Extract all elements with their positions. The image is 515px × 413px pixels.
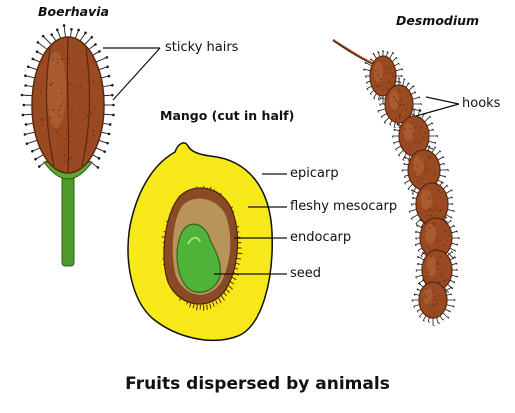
desmodium-stalk-shade [333,39,374,64]
boerhavia-highlight [46,52,66,128]
mango-title: Mango (cut in half) [160,108,295,123]
desmodium-title: Desmodium [396,13,480,28]
mesocarp-label: fleshy mesocarp [290,199,398,214]
seed-highlight [187,236,201,245]
mango-pointers [214,173,287,275]
pod-segments [369,55,453,319]
hooks-pointer [415,96,460,117]
mango-seed [176,223,221,293]
sticky-hairs-label: sticky hairs [165,40,239,55]
sticky-hairs [20,24,115,169]
figure-caption: Fruits dispersed by animals [125,374,390,394]
desmodium-stalk [332,39,375,66]
desmodium-pod [332,39,460,327]
sticky-hairs-pointer [103,47,161,101]
boerhavia-texture [39,57,96,163]
hooks-label: hooks [462,96,501,111]
epicarp-label: epicarp [290,166,339,181]
boerhavia-title: Boerhavia [38,4,109,19]
pod-texture [375,67,450,315]
seed-label: seed [290,266,322,281]
mango-fruit [127,142,273,342]
boerhavia-fruit [20,24,115,267]
endocarp-label: endocarp [290,230,352,245]
boerhavia-stalk [61,175,75,267]
